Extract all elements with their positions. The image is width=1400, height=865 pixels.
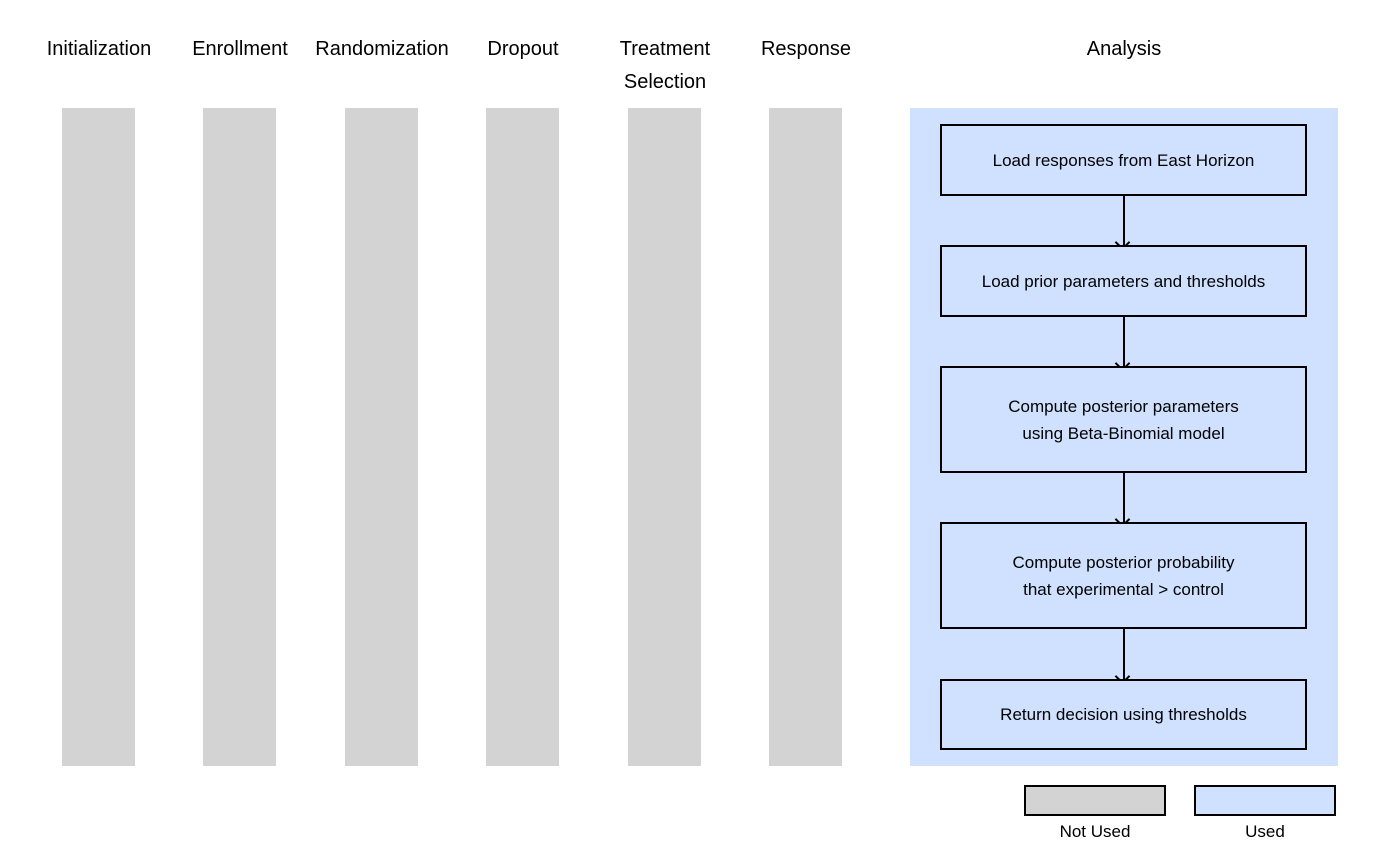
arrow-4 <box>1123 629 1125 680</box>
step-compute-posterior-parameters: Compute posterior parameters using Beta-… <box>940 366 1307 473</box>
column-header-treatment-line1: Treatment <box>619 38 711 60</box>
column-header-analysis: Analysis <box>1086 38 1162 60</box>
lane-initialization <box>62 108 135 766</box>
arrow-1 <box>1123 196 1125 246</box>
column-header-enrollment: Enrollment <box>192 38 288 60</box>
step-load-prior-text: Load prior parameters and thresholds <box>981 271 1266 291</box>
arrow-2 <box>1123 317 1125 367</box>
step-compute-posterior-probability: Compute posterior probability that exper… <box>940 522 1307 629</box>
step-compute-posterior-parameters-line2: using Beta-Binomial model <box>1022 423 1225 443</box>
step-return-decision: Return decision using thresholds <box>940 679 1307 750</box>
step-load-responses: Load responses from East Horizon <box>940 124 1307 196</box>
step-compute-posterior-parameters-line1: Compute posterior parameters <box>1008 396 1239 416</box>
lane-treatment-selection <box>628 108 701 766</box>
column-header-randomization: Randomization <box>315 38 449 60</box>
lane-response <box>769 108 842 766</box>
lane-enrollment <box>203 108 276 766</box>
arrow-3 <box>1123 473 1125 523</box>
lane-randomization <box>345 108 418 766</box>
step-load-responses-text: Load responses from East Horizon <box>992 150 1255 170</box>
lane-dropout <box>486 108 559 766</box>
step-compute-posterior-probability-line2: that experimental > control <box>1023 579 1224 599</box>
column-header-dropout: Dropout <box>487 38 559 60</box>
step-compute-posterior-probability-line1: Compute posterior probability <box>1012 552 1235 572</box>
legend-swatch-not-used <box>1024 785 1166 816</box>
column-header-response: Response <box>760 38 852 60</box>
legend-swatch-used <box>1194 785 1336 816</box>
column-header-treatment-selection: Treatment Selection <box>595 33 735 99</box>
legend-label-used: Used <box>1245 822 1285 841</box>
legend-label-not-used: Not Used <box>1059 822 1131 841</box>
column-header-initialization: Initialization <box>46 38 152 60</box>
step-return-decision-text: Return decision using thresholds <box>1000 705 1247 724</box>
step-load-prior: Load prior parameters and thresholds <box>940 245 1307 317</box>
column-header-treatment-line2: Selection <box>623 71 707 93</box>
